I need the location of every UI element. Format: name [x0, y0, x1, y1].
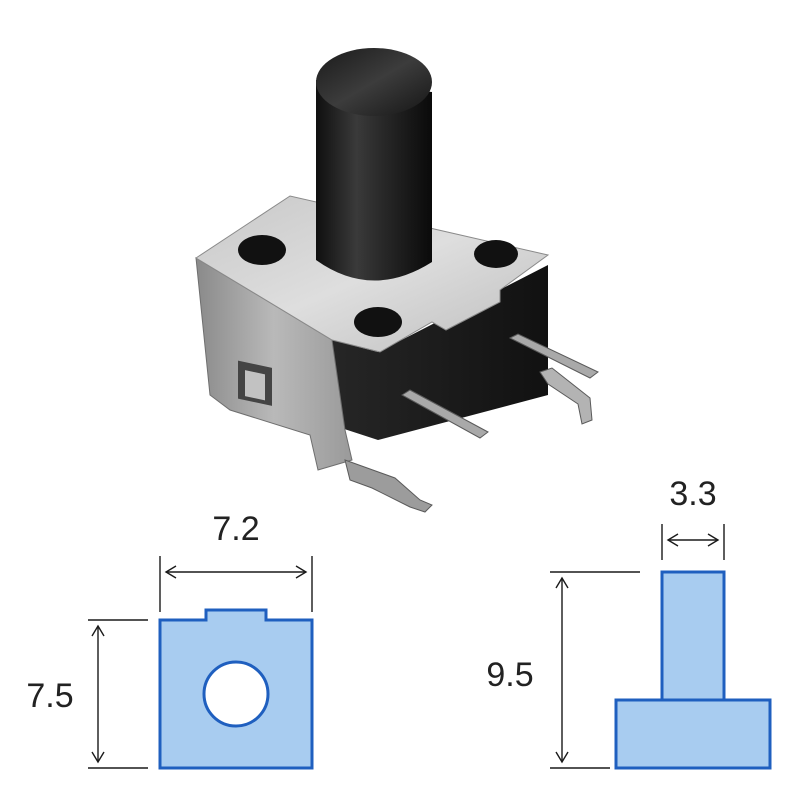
- pin-right-bent: [539, 367, 593, 425]
- top-hole-front: [354, 307, 402, 337]
- side-stem-width-label: 3.3: [669, 475, 716, 513]
- pin-front: [401, 389, 489, 439]
- pin-left-front: [344, 459, 433, 513]
- top-hole-right: [474, 240, 518, 268]
- side-view-stem: [660, 570, 726, 702]
- side-view-diagram: 3.3 9.5: [486, 475, 772, 770]
- side-height-label: 9.5: [486, 656, 533, 694]
- side-view-base: [614, 698, 772, 770]
- actuator-top: [316, 48, 432, 116]
- actuator-cylinder: [316, 80, 432, 281]
- switch-body-side: [332, 265, 548, 440]
- front-width-label: 7.2: [212, 510, 259, 548]
- front-view-diagram: 7.2 7.5: [26, 510, 314, 770]
- metal-side-plate: [195, 257, 353, 471]
- front-height-label: 7.5: [26, 677, 73, 715]
- pin-right-back: [508, 333, 599, 379]
- front-view-hole: [202, 660, 270, 728]
- top-hole-left: [238, 235, 286, 265]
- switch-3d-render: [195, 48, 599, 513]
